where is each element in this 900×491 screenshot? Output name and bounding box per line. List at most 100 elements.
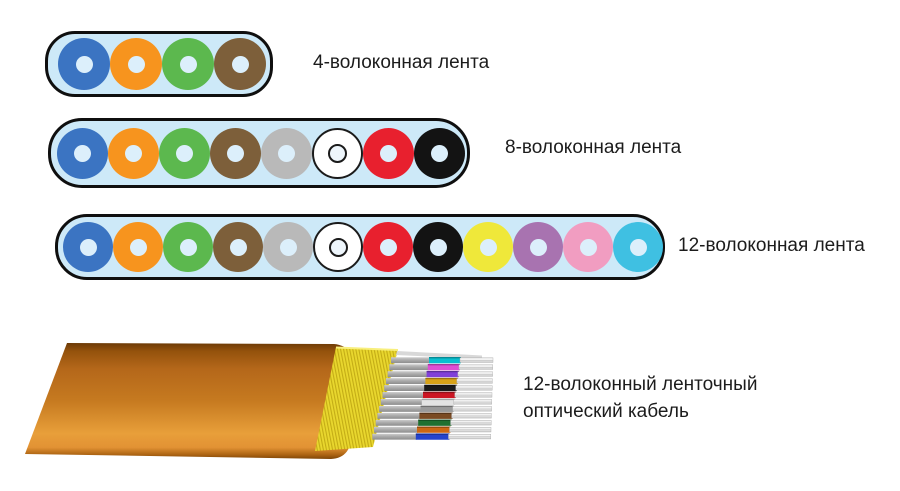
fiber-jacket-shade — [417, 426, 451, 428]
bare-fiber-tip-line — [458, 366, 493, 368]
fiber-buffer-segment — [380, 399, 423, 405]
fiber-white — [313, 222, 363, 272]
bare-fiber-tip-line — [452, 408, 492, 410]
bare-fiber-tip-line — [454, 394, 492, 396]
fiber-hole — [529, 238, 547, 256]
fiber-jacket-black — [424, 384, 457, 392]
fiber-jacket-shade — [427, 363, 460, 366]
ribbon-4-fiber — [45, 31, 273, 97]
ribbon-4-fiber-label: 4-волоконная лента — [313, 52, 490, 73]
fiber-hole — [127, 55, 145, 73]
fiber-jacket-shade — [425, 377, 458, 380]
bare-fiber-tip-line — [460, 359, 493, 361]
fiber-orange — [110, 38, 162, 90]
fiber-hole — [629, 238, 647, 256]
fiber-jacket-shade — [424, 384, 457, 387]
fiber-hole — [229, 238, 247, 256]
fiber-buffer-segment — [387, 371, 428, 378]
fiber-hole — [227, 144, 244, 162]
fiber-red — [363, 127, 414, 179]
fiber-brown — [210, 127, 261, 179]
bare-fiber-tip-line — [457, 373, 493, 375]
bare-fiber-tip-line — [456, 380, 493, 382]
fiber-hole — [125, 144, 142, 162]
fiber-green — [163, 222, 213, 272]
fiber-jacket-shade — [418, 419, 452, 421]
fiber-jacket-slate — [420, 405, 454, 412]
fiber-jacket-green — [418, 419, 452, 426]
fiber-red — [363, 222, 413, 272]
fiber-blue — [57, 127, 108, 179]
fiber-buffer-segment — [385, 378, 427, 385]
fiber-orange — [108, 127, 159, 179]
fiber-jacket-yellow — [425, 377, 458, 385]
fiber-green — [162, 38, 214, 90]
fiber-slate — [263, 222, 313, 272]
fiber-hole — [380, 144, 397, 162]
fiber-jacket-violet — [426, 370, 459, 378]
fiber-jacket-rose — [427, 363, 460, 371]
fiber-hole — [579, 238, 597, 256]
fiber-black — [413, 222, 463, 272]
fiber-brown — [214, 38, 266, 90]
bare-fiber-tip-line — [455, 387, 493, 389]
fiber-buffer-segment — [384, 385, 426, 391]
fiber-aqua — [613, 222, 663, 272]
fiber-slate — [261, 127, 312, 179]
fiber-hole — [79, 238, 97, 256]
ribbon-cable-illustration — [25, 343, 494, 459]
fiber-hole — [328, 237, 348, 257]
fiber-buffer-segment — [374, 426, 418, 433]
cable-fiber-fan — [372, 357, 494, 440]
fiber-hole — [278, 144, 295, 162]
fiber-hole — [479, 238, 497, 256]
fiber-brown — [213, 222, 263, 272]
fiber-jacket-shade — [419, 412, 453, 414]
fiber-hole — [431, 144, 448, 162]
fiber-hole — [176, 144, 193, 162]
fiber-buffer-segment — [391, 357, 430, 364]
fiber-hole — [328, 143, 347, 163]
fiber-blue — [63, 222, 113, 272]
fiber-hole — [279, 238, 297, 256]
fiber-yellow — [463, 222, 513, 272]
bare-fiber-tip-line — [448, 436, 491, 438]
fiber-buffer-segment — [379, 405, 422, 412]
fiber-violet — [513, 222, 563, 272]
fiber-hole — [75, 55, 93, 73]
fiber-jacket-blue — [415, 433, 450, 440]
cable-label-line2: оптический кабель — [523, 401, 689, 422]
fiber-white — [312, 127, 363, 179]
fiber-black — [414, 127, 465, 179]
aramid-top-highlight — [335, 346, 399, 351]
fiber-buffer-segment — [389, 364, 429, 371]
ribbon-12-fiber-label: 12-волоконная лента — [678, 235, 865, 256]
cable-label: 12-волоконный ленточный оптический кабел… — [523, 371, 757, 425]
fiber-rose — [563, 222, 613, 272]
fiber-orange — [113, 222, 163, 272]
fiber-blue — [58, 38, 110, 90]
fiber-jacket-orange — [417, 426, 451, 433]
ribbon-8-fiber-label: 8-волоконная лента — [505, 137, 682, 158]
fiber-hole — [429, 238, 447, 256]
ribbon-12-fiber — [55, 214, 665, 280]
fiber-buffer-segment — [377, 412, 421, 419]
fiber-hole — [379, 238, 397, 256]
fiber-jacket-aqua — [429, 357, 461, 364]
cable-label-line1: 12-волоконный ленточный — [523, 374, 758, 395]
bare-fiber-tip-line — [451, 415, 492, 417]
fiber-jacket-shade — [426, 370, 459, 373]
fiber-hole — [74, 144, 91, 162]
fiber-green — [159, 127, 210, 179]
fiber-jacket-shade — [420, 405, 454, 408]
cable-jacket — [25, 343, 356, 459]
fiber-jacket-brown — [419, 412, 453, 419]
bare-fiber-tip-line — [449, 429, 491, 431]
fiber-hole — [179, 238, 197, 256]
fiber-jacket-shade — [429, 357, 461, 359]
fiber-jacket-shade — [421, 398, 455, 401]
fiber-jacket-shade — [415, 433, 450, 435]
fiber-hole — [129, 238, 147, 256]
fiber-jacket-red — [423, 391, 456, 399]
